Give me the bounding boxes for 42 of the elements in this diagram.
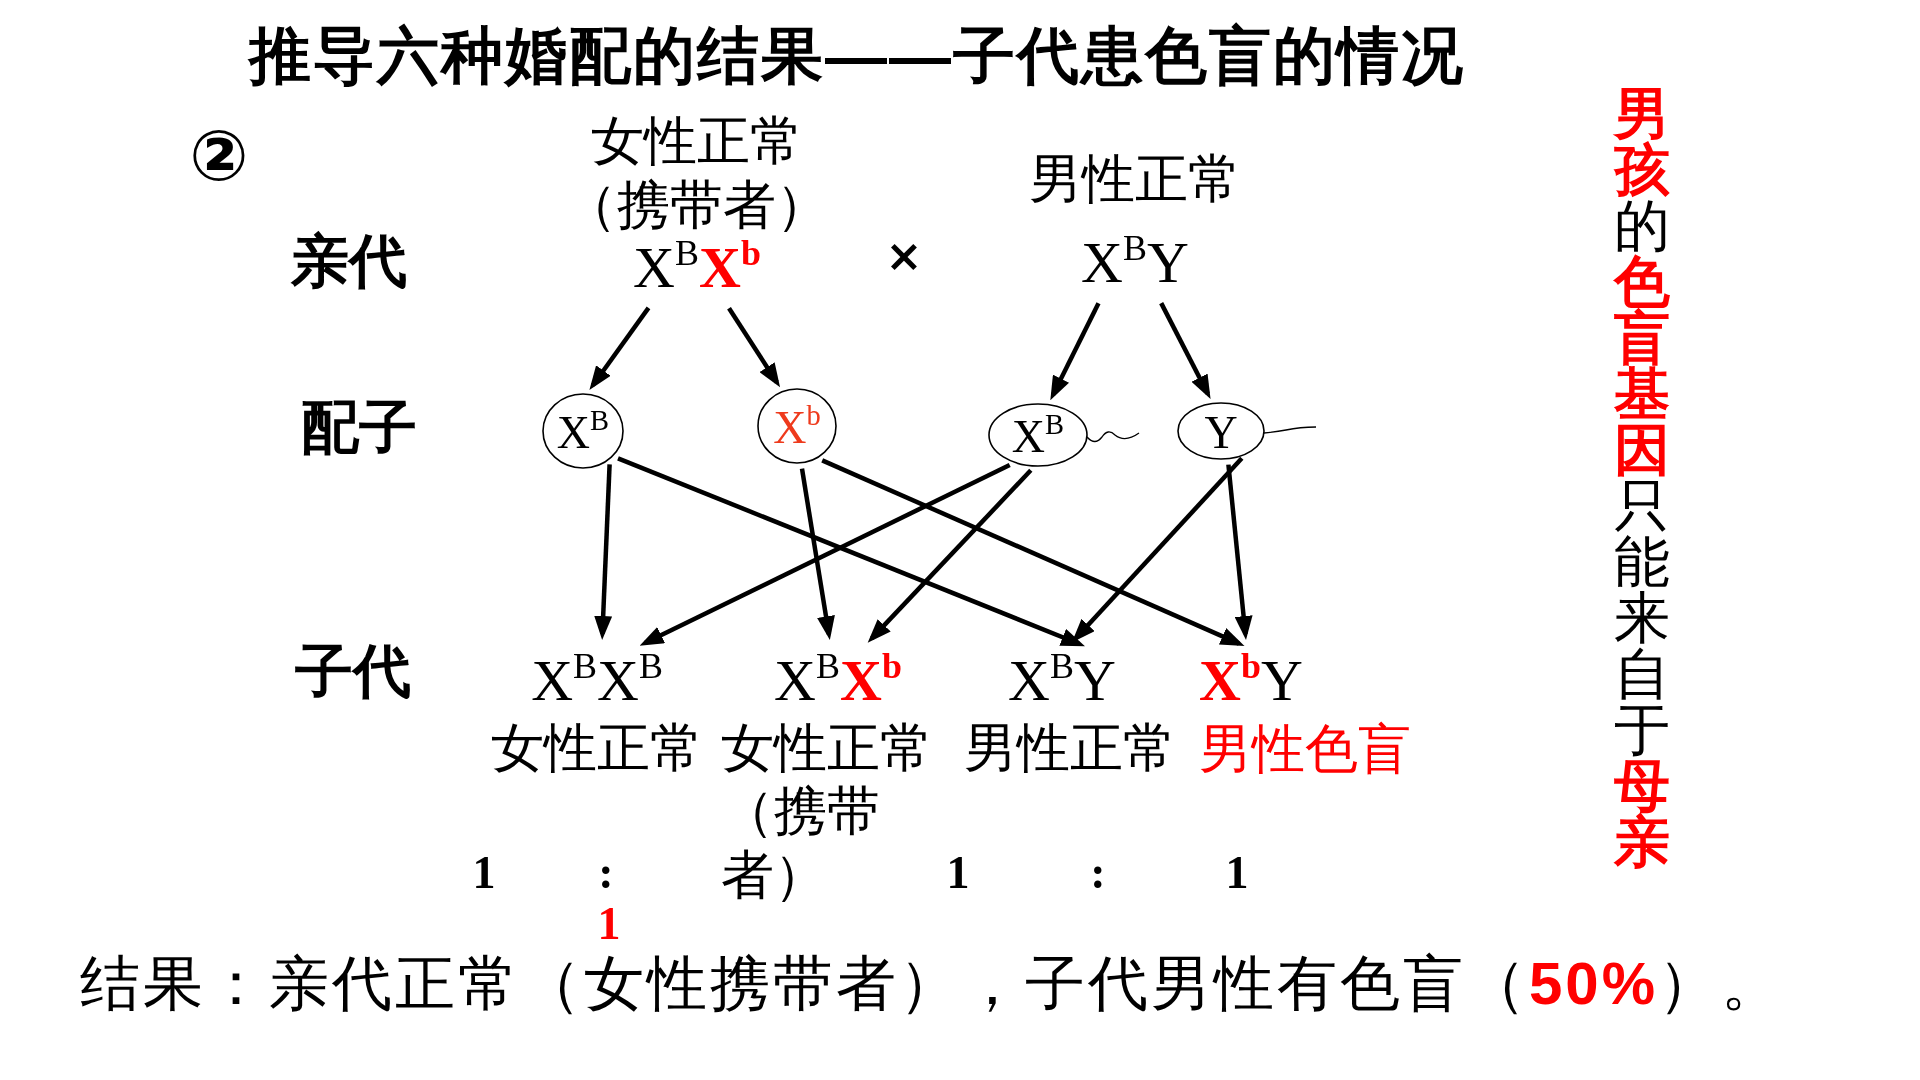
genotype-label: X$^{B}$Y [1008,650,1116,713]
row-label: 配子 [301,396,417,460]
phenotype-label: 女性正常 [491,717,703,779]
arrow [1159,302,1211,400]
vertical-note: 男孩的色盲基因只能来自于母亲 [1614,86,1670,870]
phenotype-label: 女性正常（携带者） [563,111,831,236]
ratio-colon: : [1090,848,1106,899]
arrow [799,468,835,641]
arrow [1071,456,1244,643]
gamete-label: X$^{b}$ [773,402,821,454]
phenotype-label: 男性正常 [1029,149,1241,210]
arrow [821,458,1245,646]
genotype-label: X$^{B}$X$^{b}$ [633,237,761,300]
genotype-label: X$^{B}$X$^{b}$ [774,650,902,713]
row-label: 子代 [295,640,411,704]
gamete-label: X$^{B}$ [1011,411,1065,463]
genotype-label: X$^{B}$Y [1081,231,1189,295]
ratio-number: 1 [597,899,621,950]
arrow [1226,464,1253,641]
cross-sign: × [885,232,923,281]
gamete-label: Y [1204,407,1238,459]
circled-number: ② [189,118,249,195]
phenotype-label: 男性色盲 [1199,717,1411,780]
ratio-colon: : [598,848,614,899]
result-sentence: 结果：亲代正常（女性携带者），子代男性有色盲（50%）。 [80,951,1785,1017]
ratio-number: 1 [472,848,496,899]
arrow [617,456,1085,647]
arrow [867,468,1033,643]
arrow [594,464,613,640]
ratio-number: 1 [946,848,970,899]
arrow [727,307,781,388]
phenotype-label: 女性正常（携带者） [721,717,935,906]
gamete-label: X$^{B}$ [556,407,610,459]
arrow [639,462,1011,646]
genotype-label: X$^{b}$Y [1199,650,1303,713]
arrow [1050,302,1101,401]
row-label: 亲代 [291,230,407,294]
ratio-number: 1 [1225,848,1249,899]
arrow [589,306,651,391]
genotype-label: X$^{B}$X$^{B}$ [531,650,663,713]
phenotype-label: 男性正常 [964,717,1176,779]
title: 推导六种婚配的结果——子代患色盲的情况 [249,22,1465,91]
